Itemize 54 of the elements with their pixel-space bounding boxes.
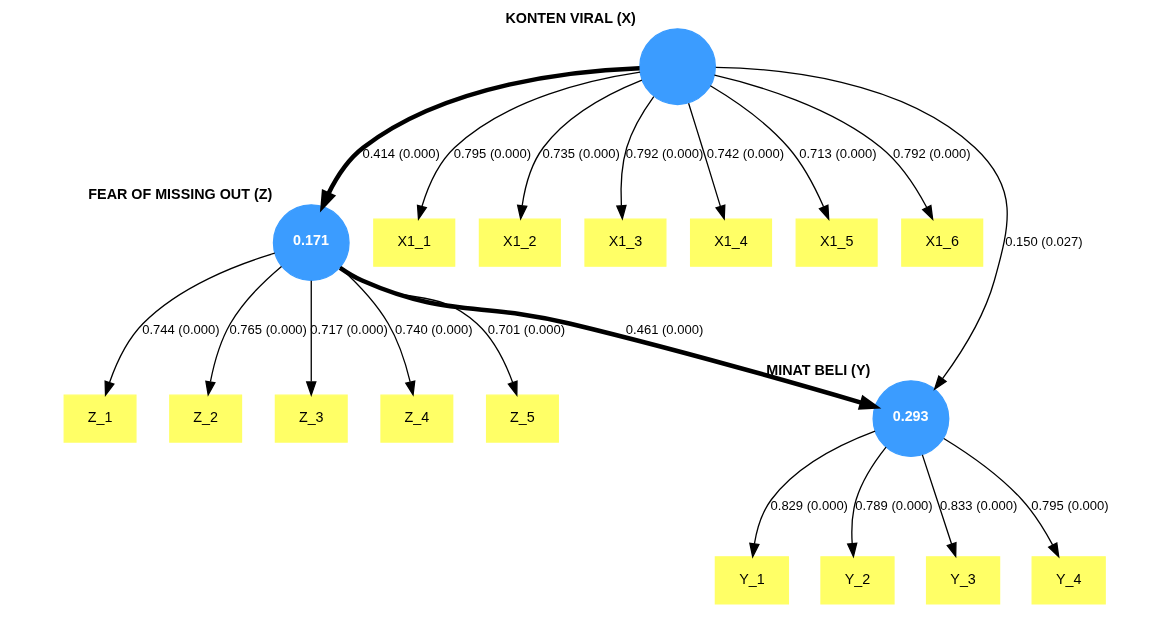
arrow xyxy=(713,74,934,221)
arrow xyxy=(749,430,876,559)
node-circle: 0.293 xyxy=(872,380,950,458)
arrow xyxy=(305,280,317,397)
node-circle: 0.171 xyxy=(272,204,350,282)
edge-label: 0.744 (0.000) xyxy=(142,321,220,337)
edge-label: 0.414 (0.000) xyxy=(362,145,440,161)
arrow xyxy=(516,79,643,221)
edge-label: 0.792 (0.000) xyxy=(625,145,704,161)
node-box: X1_3 xyxy=(584,218,667,267)
edge-label: 0.150 (0.027) xyxy=(1005,233,1083,249)
node-box: X1_4 xyxy=(689,218,773,267)
arrow xyxy=(709,85,830,221)
edge-label: 0.789 (0.000) xyxy=(855,497,933,513)
arrow xyxy=(943,437,1060,559)
arrow xyxy=(104,252,276,397)
edge-label: 0.740 (0.000) xyxy=(395,321,473,337)
arrow xyxy=(715,66,1008,391)
edge-label: 0.461 (0.000) xyxy=(625,321,704,337)
node-box: Z_3 xyxy=(274,394,348,443)
node-circle xyxy=(639,28,717,106)
node-box: X1_6 xyxy=(901,218,984,267)
node-box: X1_1 xyxy=(373,218,456,267)
node-box: Y_4 xyxy=(1031,556,1106,605)
edge-label: 0.795 (0.000) xyxy=(453,145,532,161)
edge-label: 0.701 (0.000) xyxy=(487,321,566,337)
arrow xyxy=(205,265,283,397)
node-box: Z_1 xyxy=(63,394,137,443)
arrow xyxy=(921,454,957,559)
node-box: X1_5 xyxy=(795,218,878,267)
arrow xyxy=(338,265,882,410)
node-box: X1_2 xyxy=(478,218,561,267)
node-label: KONTEN VIRAL (X) xyxy=(505,10,636,27)
node-label: FEAR OF MISSING OUT (Z) xyxy=(88,186,273,203)
edge-label: 0.713 (0.000) xyxy=(799,145,877,161)
edge-label: 0.742 (0.000) xyxy=(706,145,785,161)
node-label: MINAT BELI (Y) xyxy=(766,362,871,379)
node-box: Y_3 xyxy=(925,556,1001,605)
node-box: Z_5 xyxy=(485,394,559,443)
arrow xyxy=(615,95,655,221)
arrow xyxy=(416,71,641,221)
node-box: Z_4 xyxy=(380,394,454,443)
edge-label: 0.833 (0.000) xyxy=(940,497,1018,513)
edge-label: 0.735 (0.000) xyxy=(542,145,620,161)
node-box: Y_2 xyxy=(820,556,895,605)
node-box: Y_1 xyxy=(714,556,790,605)
node-box: Z_2 xyxy=(169,394,243,443)
edge-label: 0.792 (0.000) xyxy=(893,145,971,161)
arrow xyxy=(319,65,640,213)
edge-label: 0.765 (0.000) xyxy=(229,321,307,337)
arrow xyxy=(846,446,887,559)
edge-label: 0.795 (0.000) xyxy=(1031,497,1109,513)
arrow xyxy=(687,102,726,221)
edge-label: 0.829 (0.000) xyxy=(770,497,848,513)
